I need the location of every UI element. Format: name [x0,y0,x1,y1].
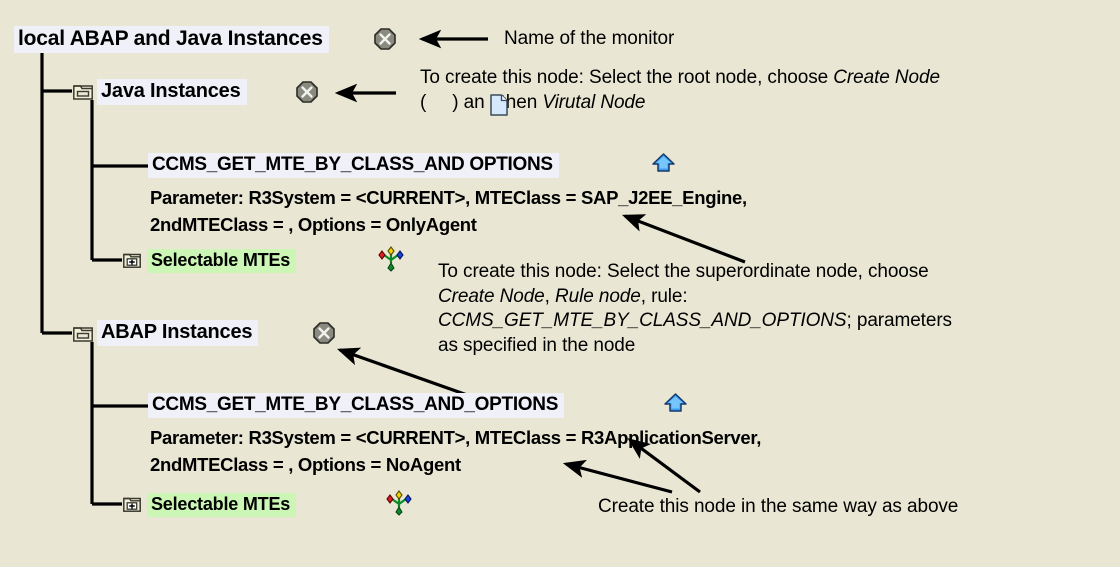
annotation-create-rule-create-node: Create Node [438,285,545,307]
annotation-create-root-line2-open: ( [420,91,427,113]
tree-node-abap-instances[interactable]: ABAP Instances [97,320,259,346]
annotation-create-rule-line2: Create Node, Rule node, rule: [438,285,952,310]
annotation-create-rule-line1: To create this node: Select the superord… [438,261,929,282]
annotation-create-root-line1-text: To create this node: Select the root nod… [420,67,834,88]
annotation-create-root-node: To create this node: Select the root nod… [420,66,940,115]
annotation-create-rule-node: To create this node: Select the superord… [438,260,952,359]
rule-parameters-abap-line2: 2ndMTEClass = , Options = NoAgent [150,454,461,475]
folder-collapse-icon[interactable] [73,83,93,100]
page-document-icon[interactable] [490,94,508,116]
annotation-create-rule-rule-name: CCMS_GET_MTE_BY_CLASS_AND_OPTIONS [438,310,847,332]
annotation-create-root-line2-emphasis: Virutal Node [542,91,646,113]
annotation-create-rule-label: , rule: [640,285,688,307]
octagon-x-icon[interactable] [313,322,335,344]
rule-node-icon[interactable] [664,393,687,414]
tree-node-selectable-mtes-java[interactable]: Selectable MTEs [147,249,297,273]
mte-tree-icon[interactable] [378,246,404,272]
rule-node-icon[interactable] [652,153,675,174]
annotation-create-root-emphasis: Create Node [833,67,940,88]
rule-parameters-abap-line1: Parameter: R3System = <CURRENT>, MTEClas… [150,427,762,448]
annotation-create-root-line2-and: ) an [452,91,485,113]
annotation-create-rule-rule-node: Rule node [555,285,641,307]
folder-collapse-icon[interactable] [73,325,93,342]
annotation-create-rule-sep: , [544,285,555,307]
tree-node-java-instances[interactable]: Java Instances [97,79,247,105]
tree-node-rule-abap[interactable]: CCMS_GET_MTE_BY_CLASS_AND_OPTIONS [148,393,565,418]
mte-tree-icon[interactable] [386,490,412,516]
octagon-x-icon[interactable] [374,28,396,50]
annotation-create-rule-line4: as specified in the node [438,335,636,357]
annotation-create-rule-line3: CCMS_GET_MTE_BY_CLASS_AND_OPTIONS; param… [438,309,952,334]
annotation-create-root-line2-then: then [500,91,543,113]
tree-node-rule-java[interactable]: CCMS_GET_MTE_BY_CLASS_AND OPTIONS [148,153,559,178]
rule-parameters-java-line2: 2ndMTEClass = , Options = OnlyAgent [150,214,477,235]
rule-parameters-java-line1: Parameter: R3System = <CURRENT>, MTEClas… [150,187,747,208]
annotation-create-root-line1: To create this node: Select the root nod… [420,66,940,91]
annotation-create-root-line2: ( ) an then Virutal Node [420,91,940,116]
expand-plus-icon[interactable] [123,252,141,268]
expand-plus-icon[interactable] [123,496,141,512]
tree-node-selectable-mtes-abap[interactable]: Selectable MTEs [147,493,297,517]
annotation-same-way: Create this node in the same way as abov… [598,496,959,517]
tree-node-root[interactable]: local ABAP and Java Instances [14,26,329,54]
octagon-x-icon[interactable] [296,81,318,103]
annotation-create-rule-params: ; parameters [846,310,953,332]
annotation-monitor-name: Name of the monitor [504,28,675,49]
